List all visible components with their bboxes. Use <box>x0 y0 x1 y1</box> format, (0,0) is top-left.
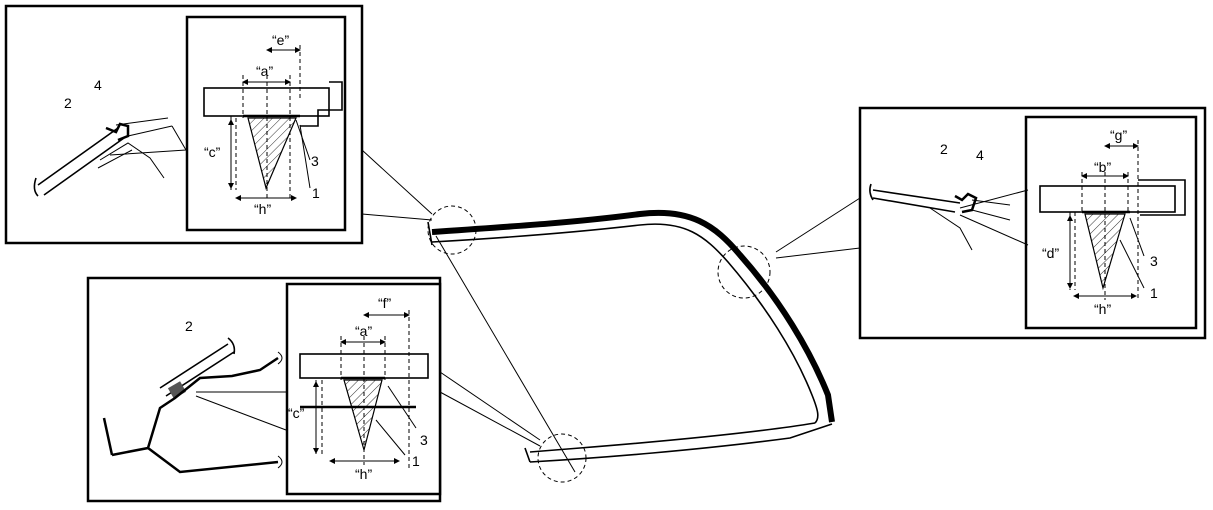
label-dim-g-panel2: “g” <box>1110 127 1127 143</box>
label-part-2-panel3: 2 <box>185 318 193 334</box>
label-part-2-panel1: 2 <box>64 95 72 111</box>
label-dim-a-panel3: “a” <box>355 323 372 339</box>
detail-panel-right <box>858 106 1207 340</box>
label-part-1-panel1: 1 <box>312 185 320 201</box>
label-part-1-panel2: 1 <box>1150 285 1158 301</box>
label-dim-f-panel3: “f” <box>378 295 392 311</box>
label-part-2-panel2: 2 <box>940 141 948 157</box>
label-part-3-panel2: 3 <box>1150 253 1158 269</box>
detail-circle-right <box>717 245 771 299</box>
label-dim-h-panel1: “h” <box>254 201 271 217</box>
detail-panel-bottom <box>86 276 442 503</box>
label-part-1-panel3: 1 <box>412 453 420 469</box>
label-dim-a-panel1: “a” <box>256 63 273 79</box>
label-dim-c-panel3: “c” <box>288 405 305 421</box>
label-part-4-panel1: 4 <box>94 77 102 93</box>
detail-circle-bottom <box>537 433 587 483</box>
label-dim-b-panel2: “b” <box>1094 159 1111 175</box>
label-dim-c-panel1: “c” <box>204 144 221 160</box>
detail-panel-top-left <box>4 4 364 245</box>
label-dim-d-panel2: “d” <box>1042 245 1059 261</box>
detail-circle-top-left <box>427 205 477 255</box>
label-part-3-panel3: 3 <box>420 432 428 448</box>
label-dim-e-panel1: “e” <box>272 32 289 48</box>
label-dim-h-panel3: “h” <box>355 466 372 482</box>
label-dim-h-panel2: “h” <box>1094 301 1111 317</box>
label-part-4-panel2: 4 <box>976 147 984 163</box>
label-part-3-panel1: 3 <box>311 153 319 169</box>
windshield-outline <box>427 209 835 473</box>
